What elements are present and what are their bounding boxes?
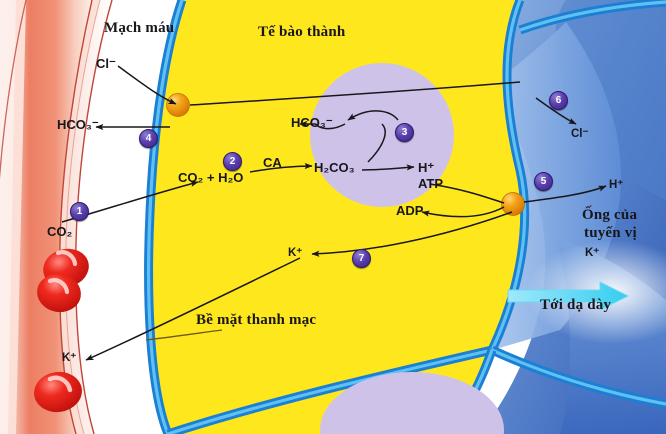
step-badge-3[interactable]: 3 bbox=[395, 123, 414, 142]
molecule-h2co3-cell: H₂CO₃ bbox=[314, 160, 355, 175]
step-badge-1[interactable]: 1 bbox=[70, 202, 89, 221]
molecule-co2-h2o-cell: CO₂ + H₂O bbox=[178, 170, 244, 185]
step-badge-6[interactable]: 6 bbox=[549, 91, 568, 110]
molecule-adp-cell: ADP bbox=[396, 203, 424, 218]
molecule-cl-blood: Cl⁻ bbox=[96, 56, 116, 71]
cl-hco3-exchanger bbox=[166, 93, 190, 117]
molecule-cl-lumen: Cl⁻ bbox=[571, 128, 589, 140]
reaction-arrows bbox=[61, 65, 607, 361]
step-badge-5[interactable]: 5 bbox=[534, 172, 553, 191]
molecule-co2-blood: CO₂ bbox=[47, 224, 73, 239]
red-blood-cells bbox=[34, 248, 89, 413]
arrow-h-to-lumen bbox=[523, 185, 607, 203]
molecule-ca-enzyme: CA bbox=[263, 155, 282, 170]
blood-lumen bbox=[16, 0, 92, 434]
label-parietal-cell: Tế bào thành bbox=[258, 24, 346, 40]
to-stomach-flow-arrow bbox=[507, 281, 630, 311]
molecule-atp-cell: ATP bbox=[418, 176, 444, 191]
molecule-hco3-cell: HCO₃⁻ bbox=[291, 115, 333, 130]
h-k-atpase-pump bbox=[501, 192, 525, 216]
arrow-h2co3-split bbox=[361, 164, 415, 171]
molecule-hco3-blood: HCO₃⁻ bbox=[57, 117, 99, 132]
arrow-ca-reaction bbox=[249, 162, 313, 173]
molecule-k-blood: K⁺ bbox=[62, 352, 77, 364]
arrow-cl-into-lumen bbox=[535, 97, 577, 125]
label-blood-vessel-line1: Mạch máu bbox=[104, 20, 175, 36]
label-gland-duct-line1: Ống của bbox=[582, 207, 638, 223]
label-serosal-surface: Bề mặt thanh mạc bbox=[196, 312, 317, 328]
arrow-atp-adp bbox=[421, 206, 505, 218]
molecule-k-cell: K⁺ bbox=[288, 247, 303, 259]
step-badge-2[interactable]: 2 bbox=[223, 152, 242, 171]
molecule-h-cell: H⁺ bbox=[418, 160, 435, 175]
arrow-cl-to-blood bbox=[117, 65, 177, 105]
label-to-stomach: Tới dạ dày bbox=[540, 297, 612, 313]
molecule-h-lumen: H⁺ bbox=[609, 179, 624, 191]
arrow-k-uptake bbox=[311, 211, 513, 257]
cell-nucleus bbox=[310, 63, 454, 207]
arrow-k-to-blood bbox=[85, 257, 301, 361]
step-badge-7[interactable]: 7 bbox=[352, 249, 371, 268]
neighbour-nucleus bbox=[320, 372, 504, 434]
vessel-outer-edge bbox=[75, 0, 113, 434]
molecule-k-lumen: K⁺ bbox=[585, 247, 600, 259]
step-badge-4[interactable]: 4 bbox=[139, 129, 158, 148]
label-gland-duct-line2: tuyến vị bbox=[584, 225, 637, 241]
